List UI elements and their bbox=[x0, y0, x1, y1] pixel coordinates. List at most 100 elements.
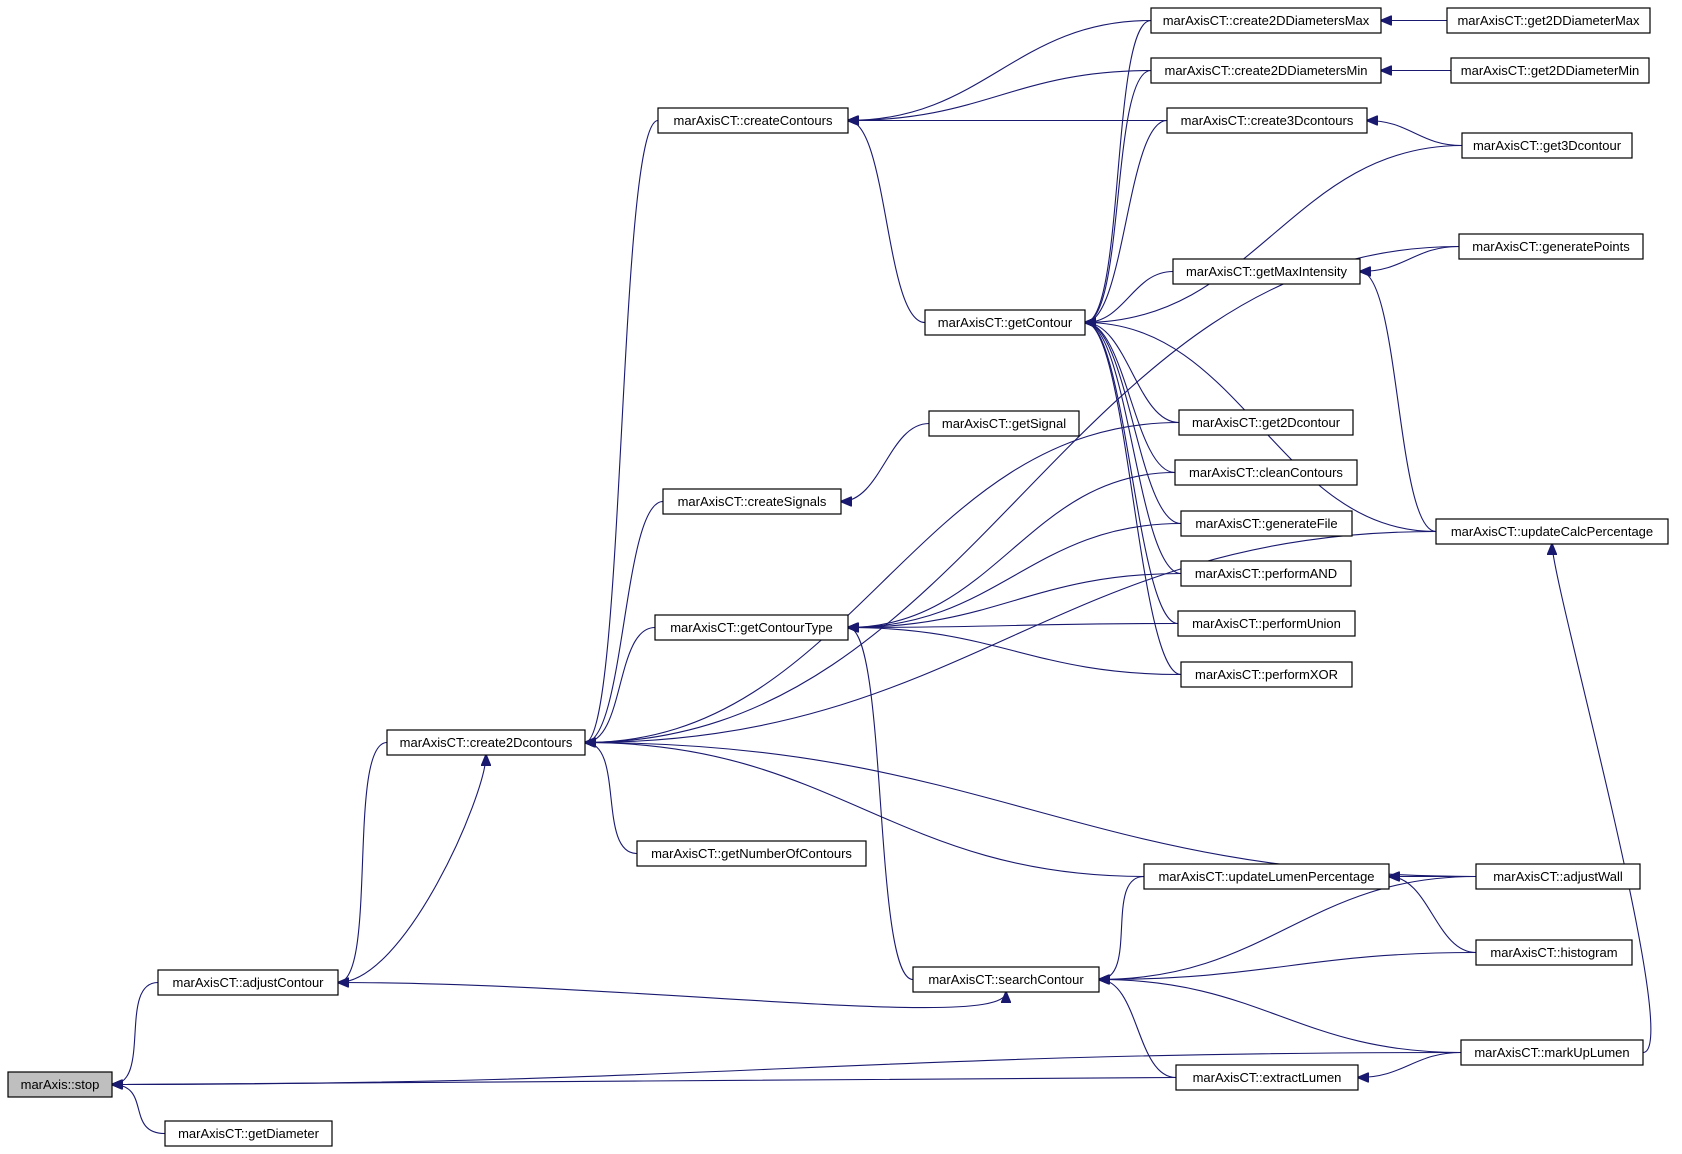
edge-line bbox=[337, 981, 1006, 1009]
node-getNumberOfContours[interactable]: marAxisCT::getNumberOfContours bbox=[636, 840, 867, 867]
node-label: marAxisCT::create2DDiametersMax bbox=[1163, 13, 1370, 28]
edge-line bbox=[1085, 323, 1180, 424]
node-box bbox=[636, 840, 867, 867]
edge-generateFile-to-getContour bbox=[1085, 323, 1182, 525]
node-box bbox=[1174, 459, 1358, 486]
node-createSignals[interactable]: marAxisCT::createSignals bbox=[662, 488, 842, 515]
node-performAND[interactable]: marAxisCT::performAND bbox=[1180, 560, 1352, 587]
edge-getMaxIntensity-to-getContour bbox=[1085, 270, 1174, 323]
node-label: marAxisCT::create2Dcontours bbox=[400, 735, 573, 750]
edge-create3Dcontours-to-getContour bbox=[1085, 119, 1168, 323]
edge-getDiameter-to-stop bbox=[112, 1085, 166, 1135]
edge-get3Dcontour-to-getContour bbox=[1085, 144, 1463, 323]
node-box bbox=[7, 1071, 113, 1098]
node-box bbox=[1475, 863, 1641, 890]
node-searchContour[interactable]: marAxisCT::searchContour bbox=[912, 966, 1100, 993]
edge-line bbox=[585, 119, 659, 743]
node-adjustWall[interactable]: marAxisCT::adjustWall bbox=[1475, 863, 1641, 890]
edge-create2Dcontours-to-adjustContour bbox=[338, 741, 388, 983]
node-label: marAxisCT::extractLumen bbox=[1193, 1070, 1342, 1085]
node-generatePoints[interactable]: marAxisCT::generatePoints bbox=[1458, 233, 1644, 260]
edge-line bbox=[1358, 1051, 1462, 1078]
node-updateCalcPercentage[interactable]: marAxisCT::updateCalcPercentage bbox=[1435, 518, 1669, 545]
edge-markUpLumen-to-searchContour bbox=[1099, 980, 1462, 1054]
edge-line bbox=[848, 19, 1152, 121]
node-label: marAxisCT::adjustContour bbox=[173, 975, 325, 990]
node-label: marAxisCT::getNumberOfContours bbox=[651, 846, 852, 861]
node-box bbox=[1461, 132, 1633, 159]
node-label: marAxisCT::createSignals bbox=[678, 494, 827, 509]
edge-line bbox=[848, 522, 1182, 628]
node-label: marAxisCT::get2DDiameterMax bbox=[1457, 13, 1640, 28]
node-updateLumenPercentage[interactable]: marAxisCT::updateLumenPercentage bbox=[1143, 863, 1390, 890]
edge-searchContour-to-getContourType bbox=[848, 628, 914, 981]
node-getSignal[interactable]: marAxisCT::getSignal bbox=[928, 410, 1080, 437]
node-box bbox=[1150, 57, 1382, 84]
edge-line bbox=[337, 755, 486, 984]
edge-line bbox=[848, 572, 1182, 628]
edge-line bbox=[1085, 323, 1182, 575]
edge-line bbox=[1085, 323, 1182, 676]
node-create3Dcontours[interactable]: marAxisCT::create3Dcontours bbox=[1166, 107, 1368, 134]
node-create2DDiametersMax[interactable]: marAxisCT::create2DDiametersMax bbox=[1150, 7, 1382, 34]
node-box bbox=[1172, 258, 1361, 285]
edge-adjustContour-to-stop bbox=[112, 981, 159, 1085]
node-create2Dcontours[interactable]: marAxisCT::create2Dcontours bbox=[386, 729, 586, 756]
node-markUpLumen[interactable]: marAxisCT::markUpLumen bbox=[1460, 1039, 1644, 1066]
node-createContours[interactable]: marAxisCT::createContours bbox=[657, 107, 849, 134]
edge-createSignals-to-create2Dcontours bbox=[585, 500, 664, 743]
node-label: marAxisCT::getContourType bbox=[670, 620, 833, 635]
node-box bbox=[654, 614, 849, 641]
edge-get2Dcontour-to-create2Dcontours bbox=[585, 421, 1180, 743]
node-generateFile[interactable]: marAxisCT::generateFile bbox=[1180, 510, 1353, 537]
node-box bbox=[662, 488, 842, 515]
node-getContourType[interactable]: marAxisCT::getContourType bbox=[654, 614, 849, 641]
node-get3Dcontour[interactable]: marAxisCT::get3Dcontour bbox=[1461, 132, 1633, 159]
node-performXOR[interactable]: marAxisCT::performXOR bbox=[1180, 661, 1353, 688]
edge-getContourType-to-create2Dcontours bbox=[585, 626, 656, 743]
edge-performAND-to-getContour bbox=[1085, 323, 1182, 575]
edge-line bbox=[1085, 69, 1152, 323]
node-cleanContours[interactable]: marAxisCT::cleanContours bbox=[1174, 459, 1358, 486]
node-create2DDiametersMin[interactable]: marAxisCT::create2DDiametersMin bbox=[1150, 57, 1382, 84]
node-performUnion[interactable]: marAxisCT::performUnion bbox=[1177, 610, 1356, 637]
edge-line bbox=[848, 624, 1179, 628]
node-get2Dcontour[interactable]: marAxisCT::get2Dcontour bbox=[1178, 409, 1354, 436]
edge-markUpLumen-to-extractLumen bbox=[1358, 1051, 1462, 1078]
edge-line bbox=[585, 743, 638, 855]
edge-line bbox=[848, 471, 1176, 628]
edge-create2DDiametersMax-to-createContours bbox=[848, 19, 1152, 121]
node-label: marAxisCT::generateFile bbox=[1195, 516, 1337, 531]
edge-updateLumenPercentage-to-create2Dcontours bbox=[585, 743, 1145, 878]
node-box bbox=[1475, 939, 1633, 966]
node-getMaxIntensity[interactable]: marAxisCT::getMaxIntensity bbox=[1172, 258, 1361, 285]
edge-line bbox=[338, 741, 388, 983]
node-box bbox=[1143, 863, 1390, 890]
edge-get3Dcontour-to-create3Dcontours bbox=[1367, 121, 1463, 147]
node-label: marAxisCT::getMaxIntensity bbox=[1186, 264, 1348, 279]
node-label: marAxisCT::get2DDiameterMin bbox=[1461, 63, 1639, 78]
node-box bbox=[1435, 518, 1669, 545]
edge-line bbox=[848, 121, 926, 324]
edge-adjustWall-to-searchContour bbox=[1099, 875, 1477, 980]
node-extractLumen[interactable]: marAxisCT::extractLumen bbox=[1175, 1064, 1359, 1091]
edge-line bbox=[1099, 875, 1145, 980]
edge-line bbox=[848, 628, 1182, 676]
node-adjustContour[interactable]: marAxisCT::adjustContour bbox=[157, 969, 339, 996]
edge-line bbox=[1367, 121, 1463, 147]
node-get2DDiameterMin[interactable]: marAxisCT::get2DDiameterMin bbox=[1450, 57, 1650, 84]
node-box bbox=[657, 107, 849, 134]
edge-histogram-to-searchContour bbox=[1099, 951, 1477, 980]
node-label: marAxisCT::getSignal bbox=[942, 416, 1066, 431]
node-get2DDiameterMax[interactable]: marAxisCT::get2DDiameterMax bbox=[1446, 7, 1651, 34]
node-stop[interactable]: marAxis::stop bbox=[7, 1071, 113, 1098]
node-box bbox=[157, 969, 339, 996]
node-getContour[interactable]: marAxisCT::getContour bbox=[924, 309, 1086, 336]
edge-histogram-to-updateLumenPercentage bbox=[1389, 877, 1477, 954]
node-histogram[interactable]: marAxisCT::histogram bbox=[1475, 939, 1633, 966]
node-label: marAxisCT::create3Dcontours bbox=[1181, 113, 1354, 128]
node-getDiameter[interactable]: marAxisCT::getDiameter bbox=[164, 1120, 333, 1147]
node-label: marAxisCT::create2DDiametersMin bbox=[1165, 63, 1368, 78]
edge-create2DDiametersMin-to-createContours bbox=[848, 69, 1152, 121]
